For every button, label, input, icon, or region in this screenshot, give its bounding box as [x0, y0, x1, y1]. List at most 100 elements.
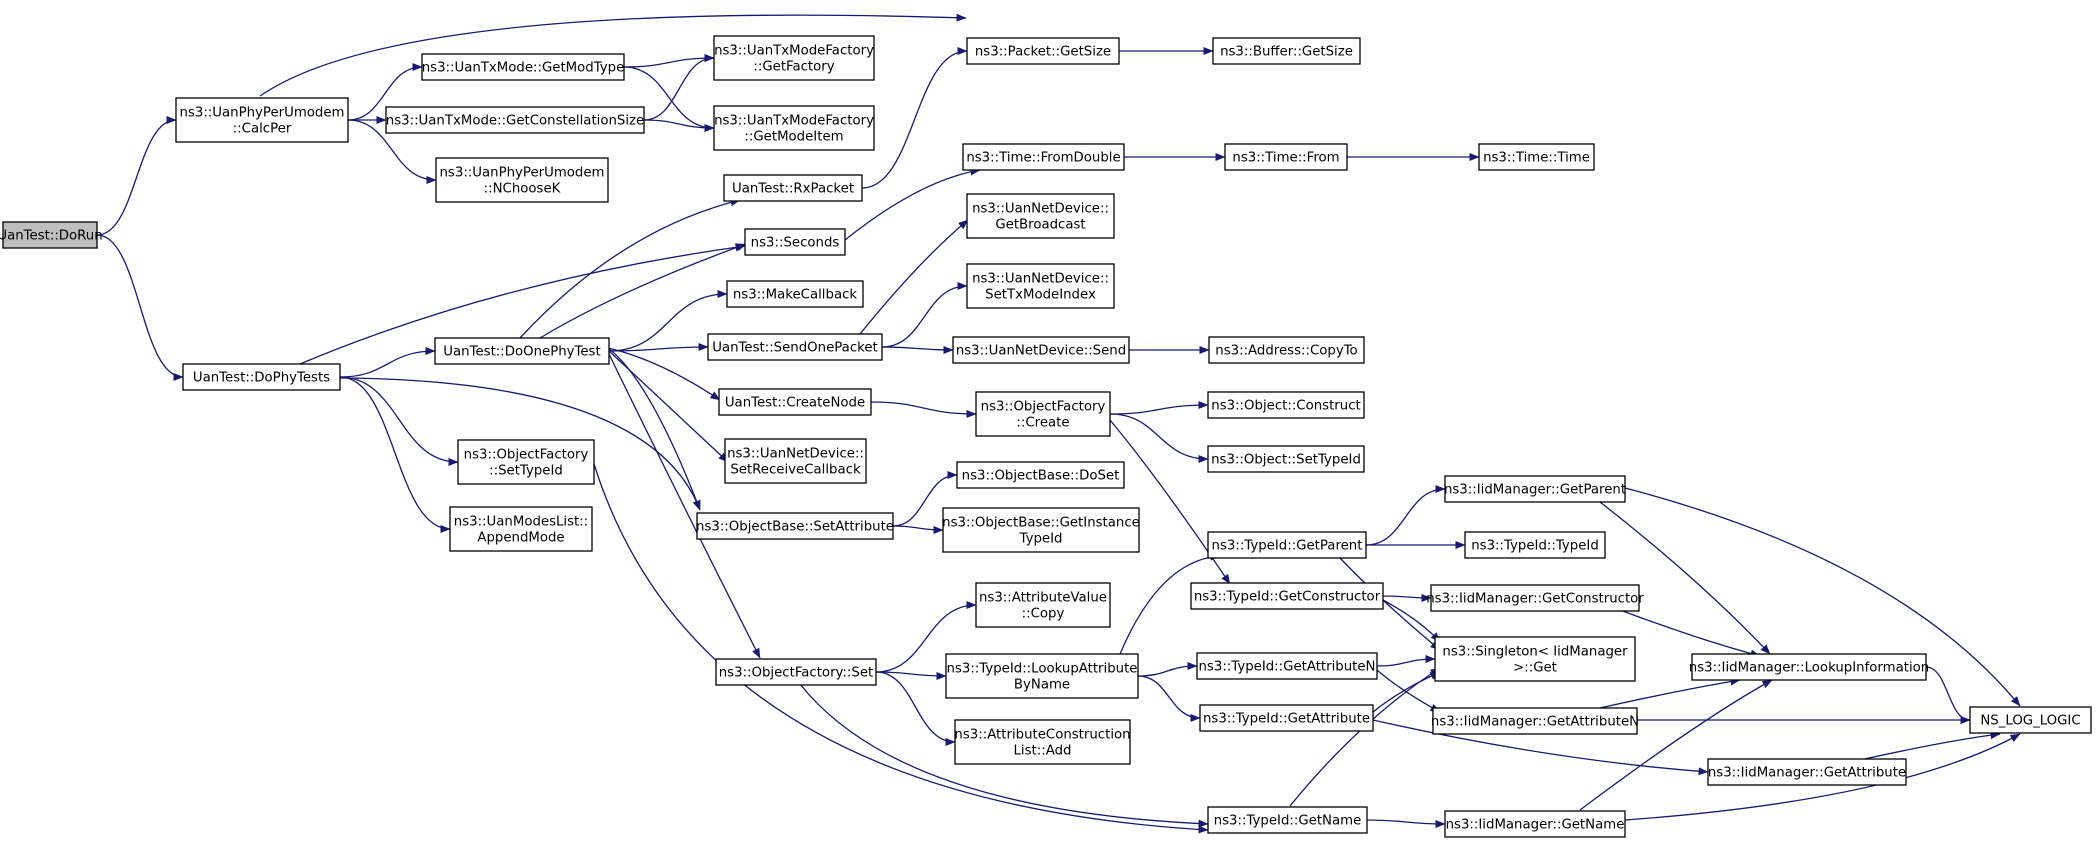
node-label: GetBroadcast [995, 218, 1085, 233]
node-objsettypeid[interactable]: ns3::Object::SetTypeId [1207, 445, 1365, 473]
node-avcopy[interactable]: ns3::AttributeValue::Copy [975, 582, 1111, 628]
node-label: ns3::Object::SetTypeId [1211, 453, 1361, 468]
edge-sendonepacket-to-getbroadcast [859, 219, 969, 335]
node-sendonepacket[interactable]: UanTest::SendOnePacket [707, 333, 883, 361]
node-label: ns3::TypeId::GetAttributeN [1199, 660, 1376, 675]
node-label: ns3::Buffer::GetSize [1220, 45, 1353, 60]
node-box [715, 658, 877, 686]
edge-dorun-to-calcper [96, 116, 177, 236]
node-timetime[interactable]: ns3::Time::Time [1478, 143, 1595, 171]
node-nchoosek[interactable]: ns3::UanPhyPerUmodem::NChooseK [435, 157, 609, 203]
edge-ofcreate-to-objconstruct [1109, 401, 1209, 415]
node-getbroadcast[interactable]: ns3::UanNetDevice::GetBroadcast [966, 193, 1115, 239]
node-makecallback[interactable]: ns3::MakeCallback [726, 280, 864, 308]
node-box [962, 143, 1125, 171]
node-iidgetname[interactable]: ns3::IidManager::GetName [1444, 810, 1626, 838]
node-netdevsend[interactable]: ns3::UanNetDevice::Send [952, 336, 1130, 364]
node-packetgetsize[interactable]: ns3::Packet::GetSize [966, 37, 1120, 65]
node-label: ns3::UanTxMode::GetConstellationSize [386, 114, 644, 129]
node-ofcreate[interactable]: ns3::ObjectFactory::Create [975, 391, 1111, 437]
node-label: ns3::UanTxMode::GetModType [422, 61, 625, 76]
edge-doonephytest-to-ofset [607, 351, 761, 659]
node-settxmodeindex[interactable]: ns3::UanNetDevice::SetTxModeIndex [966, 263, 1115, 309]
node-dorun[interactable]: UanTest::DoRun [0, 221, 103, 249]
node-getmodtype[interactable]: ns3::UanTxMode::GetModType [421, 53, 625, 81]
node-label: ns3::MakeCallback [733, 288, 858, 303]
edge-dophytests-to-seconds [299, 243, 746, 365]
node-typeidtypeid[interactable]: ns3::TypeId::TypeId [1464, 531, 1606, 559]
node-box [434, 337, 610, 365]
node-rxpacket[interactable]: UanTest::RxPacket [723, 174, 863, 202]
node-box [1207, 531, 1367, 559]
node-tgetname[interactable]: ns3::TypeId::GetName [1207, 806, 1368, 834]
node-buffergetsize[interactable]: ns3::Buffer::GetSize [1212, 37, 1361, 65]
node-box [435, 157, 609, 203]
edge-lookupattr-to-tgetattribute [1137, 675, 1201, 722]
node-label: ns3::Address::CopyTo [1215, 344, 1357, 359]
node-tgetconstructor[interactable]: ns3::TypeId::GetConstructor [1190, 582, 1384, 610]
node-objconstruct[interactable]: ns3::Object::Construct [1207, 391, 1365, 419]
node-addresscopyto[interactable]: ns3::Address::CopyTo [1208, 336, 1365, 364]
node-fromdouble[interactable]: ns3::Time::FromDouble [962, 143, 1125, 171]
node-iidgetconstructor[interactable]: ns3::IidManager::GetConstructor [1426, 584, 1644, 612]
node-tgetattributen[interactable]: ns3::TypeId::GetAttributeN [1196, 652, 1378, 680]
node-label: NS_LOG_LOGIC [1980, 714, 2080, 729]
edge-setattribute-to-getinstancetypeid [892, 525, 944, 534]
node-createnode[interactable]: UanTest::CreateNode [718, 388, 872, 416]
edge-tgetname-to-iidgetname [1366, 819, 1446, 828]
node-doset[interactable]: ns3::ObjectBase::DoSet [956, 461, 1125, 489]
edge-setattribute-to-doset [892, 471, 958, 527]
node-appendmode[interactable]: ns3::UanModesList::AppendMode [449, 506, 593, 552]
edge-doonephytest-to-setreceivecb [607, 349, 729, 463]
node-setreceivecb[interactable]: ns3::UanNetDevice::SetReceiveCallback [724, 438, 867, 484]
node-setattribute[interactable]: ns3::ObjectBase::SetAttribute [696, 512, 894, 540]
node-label: ns3::Time::FromDouble [966, 151, 1120, 166]
node-box [1207, 391, 1365, 419]
node-iidgetparent[interactable]: ns3::IidManager::GetParent [1444, 475, 1626, 503]
node-label: UanTest::RxPacket [732, 182, 854, 197]
node-getmodeitem[interactable]: ns3::UanTxModeFactory::GetModeItem [713, 105, 875, 151]
node-doonephytest[interactable]: UanTest::DoOnePhyTest [434, 337, 610, 365]
node-dsetypeid[interactable]: ns3::ObjectFactory::SetTypeId [457, 439, 595, 485]
node-nslog[interactable]: NS_LOG_LOGIC [1969, 706, 2092, 734]
node-tgetattribute[interactable]: ns3::TypeId::GetAttribute [1199, 704, 1374, 732]
node-box [1444, 810, 1626, 838]
node-label: ns3::UanNetDevice:: [972, 202, 1109, 217]
node-label: UanTest::DoOnePhyTest [443, 345, 600, 360]
node-dophytests[interactable]: UanTest::DoPhyTests [182, 363, 341, 391]
node-label: ns3::ObjectFactory [981, 400, 1106, 415]
node-iidgetattributen[interactable]: ns3::IidManager::GetAttributeN [1431, 707, 1639, 735]
edge-iidgetname-to-iidlookupinfo [1579, 679, 1773, 811]
edge-tgetparent-to-iidgetparent [1365, 485, 1446, 546]
node-box [1208, 336, 1365, 364]
node-ofset[interactable]: ns3::ObjectFactory::Set [715, 658, 877, 686]
node-label: ns3::UanTxModeFactory [714, 44, 874, 59]
node-getfactory[interactable]: ns3::UanTxModeFactory::GetFactory [713, 35, 875, 81]
node-label: ns3::TypeId::TypeId [1471, 539, 1599, 554]
node-iidgetattribute[interactable]: ns3::IidManager::GetAttribute [1707, 758, 1907, 786]
node-getconst[interactable]: ns3::UanTxMode::GetConstellationSize [385, 106, 645, 134]
node-box [956, 461, 1125, 489]
node-label: ns3::UanNetDevice::Send [956, 344, 1126, 359]
node-box [945, 653, 1139, 699]
edge-calcper-to-nchoosek [347, 119, 437, 184]
edge-dophytests-to-setattribute [339, 377, 701, 511]
edge-sendonepacket-to-netdevsend [881, 345, 954, 354]
node-tgetparent[interactable]: ns3::TypeId::GetParent [1207, 531, 1367, 559]
edge-lookupattr-to-tgetattributen [1137, 662, 1198, 677]
node-box [966, 263, 1115, 309]
node-seconds[interactable]: ns3::Seconds [744, 228, 846, 256]
node-label: ::Copy [1022, 607, 1065, 622]
nodes-layer: UanTest::DoRun ns3::UanPhyPerUmodem::Calc… [0, 35, 2092, 838]
edge-dophytests-to-dsetypeid [339, 376, 459, 466]
node-box [713, 35, 875, 81]
node-label: TypeId [1019, 532, 1063, 547]
edge-doonephytest-to-sendonepacket [608, 343, 709, 352]
node-calcper[interactable]: ns3::UanPhyPerUmodem::CalcPer [175, 97, 349, 143]
node-singletonget[interactable]: ns3::Singleton< IidManager >::Get [1434, 636, 1636, 682]
node-iidlookupinfo[interactable]: ns3::IidManager::LookupInformation [1689, 653, 1929, 681]
node-timefrom[interactable]: ns3::Time::From [1224, 143, 1348, 171]
